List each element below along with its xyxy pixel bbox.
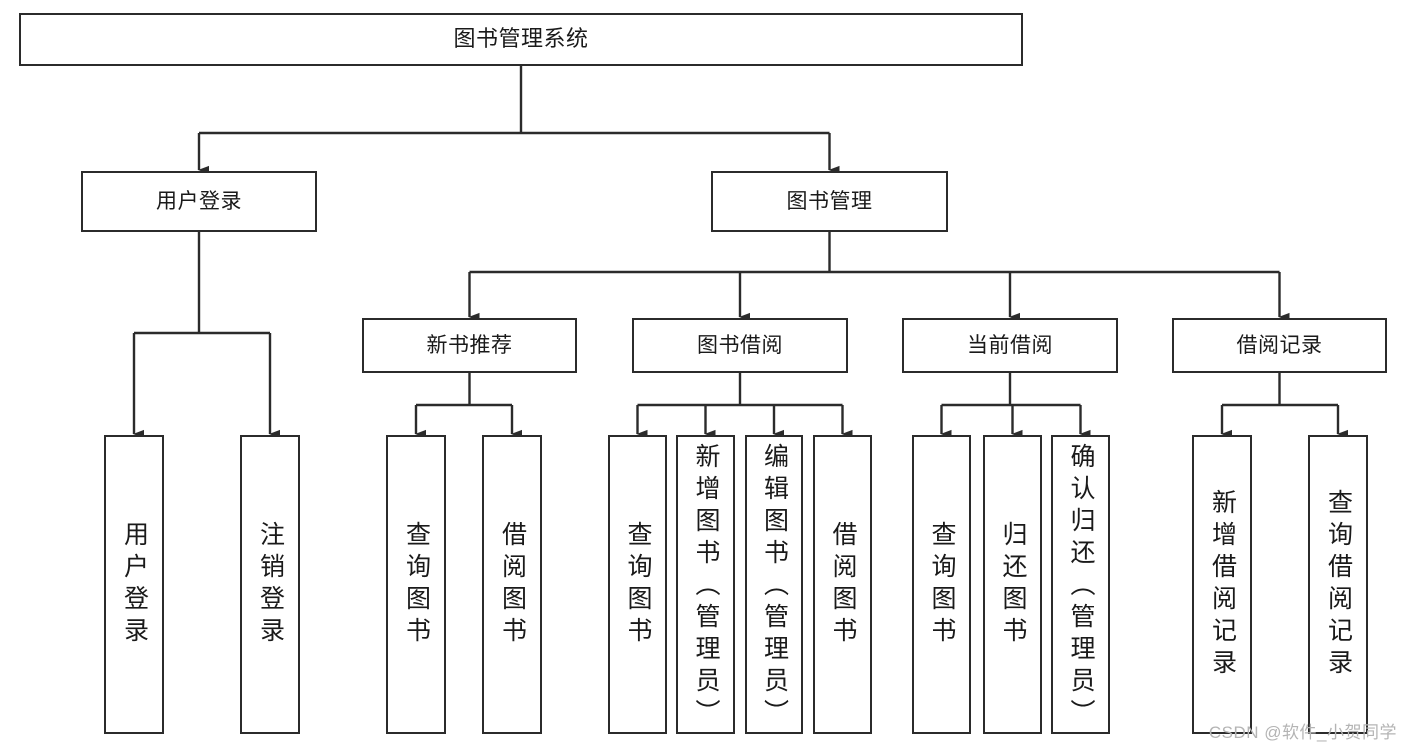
node-label: 查询图书 bbox=[624, 520, 652, 649]
node-root[interactable]: 图书管理系统 bbox=[19, 13, 1023, 66]
node-current-borrow[interactable]: 当前借阅 bbox=[902, 318, 1118, 373]
node-leaf-query-book-3[interactable]: 查询图书 bbox=[912, 435, 971, 734]
node-leaf-query-book-1[interactable]: 查询图书 bbox=[386, 435, 446, 734]
node-book-manage[interactable]: 图书管理 bbox=[711, 171, 948, 232]
connector-lines bbox=[132, 66, 1348, 439]
node-leaf-query-record[interactable]: 查询借阅记录 bbox=[1308, 435, 1368, 734]
node-label: 新增借阅记录 bbox=[1208, 488, 1237, 681]
node-label: 查询图书 bbox=[928, 520, 956, 649]
node-leaf-borrow-book-2[interactable]: 借阅图书 bbox=[813, 435, 872, 734]
node-leaf-add-book[interactable]: 新增图书（管理员） bbox=[676, 435, 735, 734]
node-label: 新增图书（管理员） bbox=[692, 443, 720, 731]
node-user-login[interactable]: 用户登录 bbox=[81, 171, 317, 232]
node-label: 新书推荐 bbox=[426, 333, 513, 357]
node-leaf-user-login[interactable]: 用户登录 bbox=[104, 435, 164, 734]
node-label: 注销登录 bbox=[256, 520, 285, 649]
node-label: 查询图书 bbox=[402, 520, 431, 649]
node-label: 图书借阅 bbox=[697, 333, 783, 357]
node-leaf-return-book[interactable]: 归还图书 bbox=[983, 435, 1042, 734]
node-leaf-confirm-return[interactable]: 确认归还（管理员） bbox=[1051, 435, 1110, 734]
node-label: 借阅记录 bbox=[1236, 333, 1323, 357]
node-leaf-borrow-book-1[interactable]: 借阅图书 bbox=[482, 435, 542, 734]
node-label: 查询借阅记录 bbox=[1324, 488, 1353, 681]
node-leaf-add-record[interactable]: 新增借阅记录 bbox=[1192, 435, 1252, 734]
node-label: 图书管理 bbox=[786, 189, 873, 213]
node-label: 当前借阅 bbox=[967, 333, 1053, 357]
node-leaf-query-book-2[interactable]: 查询图书 bbox=[608, 435, 667, 734]
csdn-watermark: CSDN @软件_小贺同学 bbox=[1208, 723, 1397, 742]
node-book-borrow[interactable]: 图书借阅 bbox=[632, 318, 848, 373]
node-label: 确认归还（管理员） bbox=[1067, 443, 1095, 731]
node-borrow-record[interactable]: 借阅记录 bbox=[1172, 318, 1387, 373]
node-label: 用户登录 bbox=[120, 520, 149, 649]
node-new-book-rec[interactable]: 新书推荐 bbox=[362, 318, 577, 373]
node-label: 借阅图书 bbox=[498, 520, 527, 649]
node-label: 编辑图书（管理员） bbox=[760, 443, 789, 731]
node-label: 归还图书 bbox=[999, 520, 1027, 649]
node-label: 用户登录 bbox=[156, 189, 242, 213]
node-leaf-edit-book[interactable]: 编辑图书（管理员） bbox=[745, 435, 803, 734]
node-label: 图书管理系统 bbox=[453, 26, 589, 52]
node-label: 借阅图书 bbox=[829, 520, 857, 649]
node-leaf-user-logout[interactable]: 注销登录 bbox=[240, 435, 300, 734]
